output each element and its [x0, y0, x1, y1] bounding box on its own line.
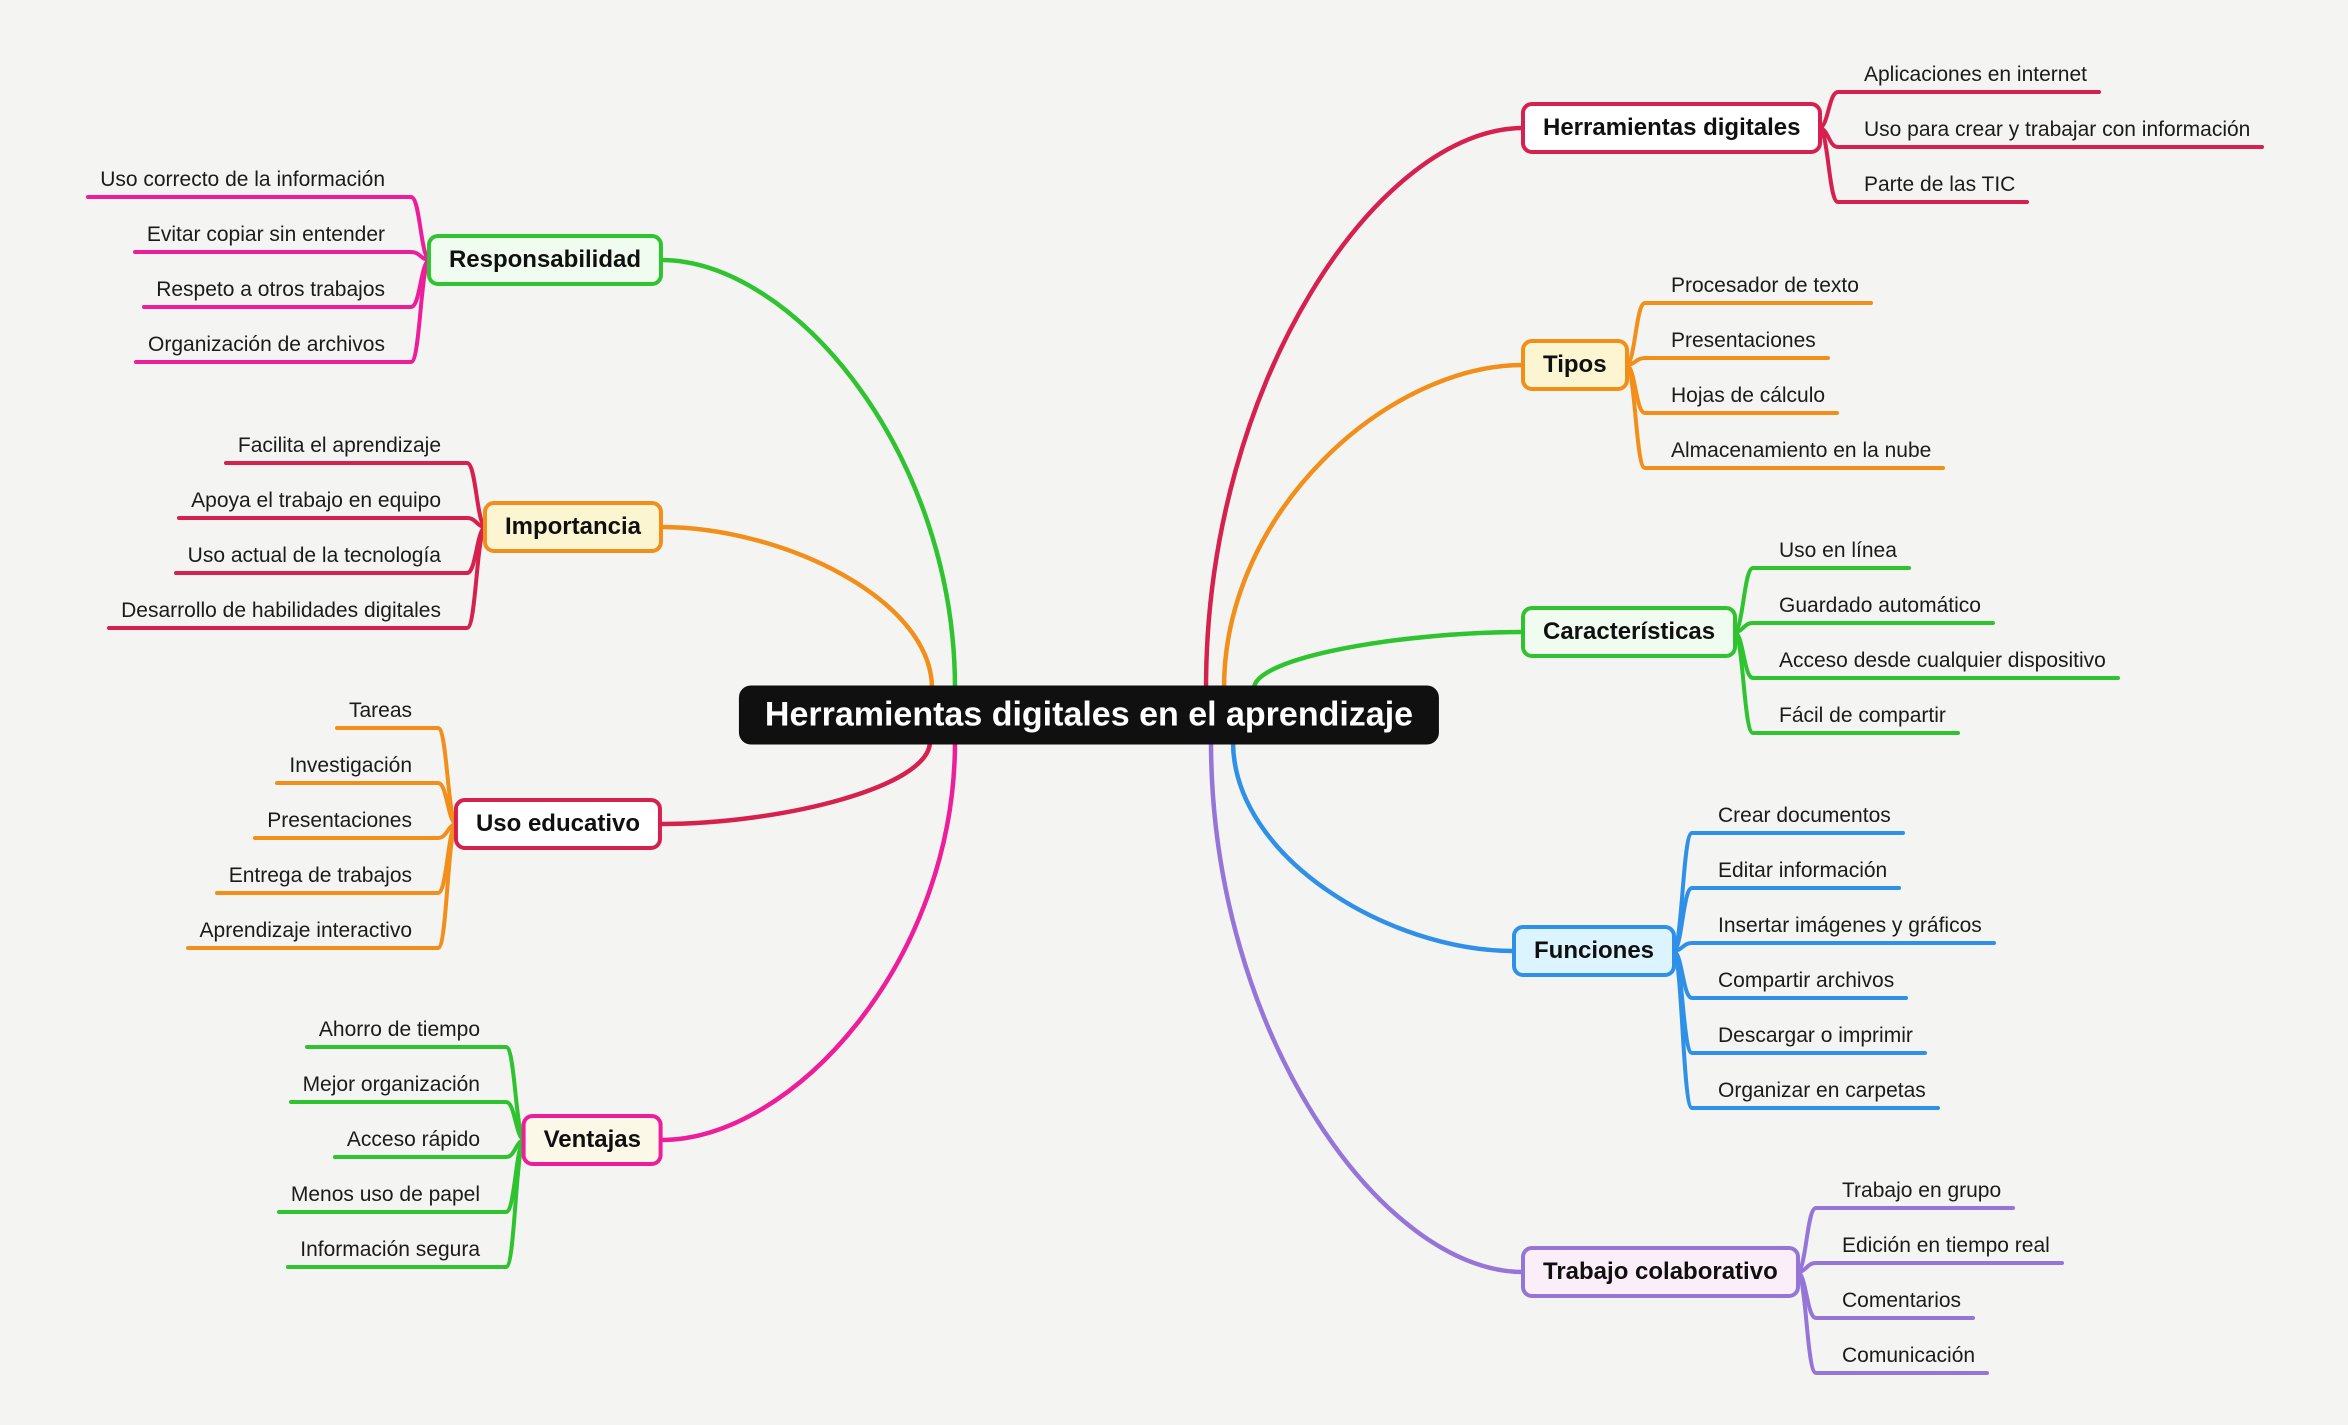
link-path	[658, 257, 958, 691]
mindmap-root-node[interactable]: Herramientas digitales en el aprendizaje	[738, 685, 1440, 745]
link-path	[1203, 125, 1526, 691]
leaf-node: Aprendizaje interactivo	[199, 919, 412, 942]
link-path	[1795, 1270, 1989, 1375]
leaf-node: Mejor organización	[302, 1073, 480, 1096]
leaf-node: Comunicación	[1842, 1344, 1976, 1367]
leaf-node: Crear documentos	[1718, 804, 1891, 827]
leaf-node: Insertar imágenes y gráficos	[1718, 914, 1982, 937]
leaf-node: Parte de las TIC	[1864, 173, 2016, 196]
leaf-node: Procesador de texto	[1671, 274, 1859, 297]
leaf-node: Respeto a otros trabajos	[156, 278, 385, 301]
branch-node-trabajo-colaborativo[interactable]: Trabajo colaborativo	[1521, 1246, 1800, 1298]
leaf-node: Uso para crear y trabajar con informació…	[1864, 118, 2251, 141]
leaf-node: Evitar copiar sin entender	[146, 223, 385, 246]
branch-node-herramientas-digitales[interactable]: Herramientas digitales	[1521, 102, 1823, 154]
leaf-node: Organización de archivos	[148, 333, 385, 356]
leaf-node: Organizar en carpetas	[1718, 1079, 1926, 1102]
leaf-node: Almacenamiento en la nube	[1671, 439, 1932, 462]
leaf-node: Aplicaciones en internet	[1864, 63, 2087, 86]
leaf-node: Compartir archivos	[1718, 969, 1895, 992]
branch-node-ventajas[interactable]: Ventajas	[521, 1114, 663, 1166]
leaf-node: Uso en línea	[1779, 539, 1897, 562]
link-path	[1795, 1206, 2015, 1274]
leaf-node: Apoya el trabajo en equipo	[191, 489, 441, 512]
leaf-node: Uso actual de la tecnología	[187, 544, 441, 567]
leaf-node: Guardado automático	[1779, 594, 1981, 617]
leaf-node: Acceso rápido	[346, 1128, 480, 1151]
leaf-node: Presentaciones	[1671, 329, 1816, 352]
leaf-node: Fácil de compartir	[1779, 704, 1946, 727]
leaf-node: Menos uso de papel	[290, 1183, 480, 1206]
link-path	[1671, 949, 1940, 1110]
link-path	[1221, 362, 1526, 691]
link-path	[1208, 739, 1526, 1275]
link-path	[1230, 739, 1517, 954]
leaf-node: Ahorro de tiempo	[318, 1018, 480, 1041]
branch-node-responsabilidad[interactable]: Responsabilidad	[426, 234, 663, 286]
branch-node-funciones[interactable]: Funciones	[1512, 925, 1677, 977]
leaf-node: Acceso desde cualquier dispositivo	[1779, 649, 2106, 672]
leaf-node: Investigación	[289, 754, 412, 777]
link-path	[657, 739, 933, 827]
leaf-node: Información segura	[300, 1238, 480, 1261]
leaf-node: Descargar o imprimir	[1718, 1024, 1913, 1047]
leaf-node: Presentaciones	[267, 809, 412, 832]
leaf-node: Uso correcto de la información	[100, 168, 385, 191]
leaf-node: Hojas de cálculo	[1671, 384, 1826, 407]
link-path	[1624, 363, 1945, 470]
link-path	[1732, 630, 1960, 735]
link-path	[186, 822, 459, 950]
link-path	[658, 739, 958, 1143]
leaf-node: Edición en tiempo real	[1842, 1234, 2050, 1257]
leaf-node: Facilita el aprendizaje	[237, 434, 441, 457]
branch-node-uso-educativo[interactable]: Uso educativo	[453, 798, 662, 850]
leaf-node: Editar información	[1718, 859, 1888, 882]
branch-node-tipos[interactable]: Tipos	[1521, 339, 1629, 391]
branch-node-caracteristicas[interactable]: Características	[1521, 606, 1738, 658]
branch-node-importancia[interactable]: Importancia	[482, 501, 663, 553]
leaf-node: Trabajo en grupo	[1842, 1179, 2002, 1202]
leaf-node: Entrega de trabajos	[228, 864, 412, 887]
leaf-node: Comentarios	[1842, 1289, 1962, 1312]
link-path	[1251, 629, 1526, 691]
leaf-node: Tareas	[348, 699, 412, 722]
link-path	[658, 524, 935, 691]
leaf-node: Desarrollo de habilidades digitales	[121, 599, 441, 622]
